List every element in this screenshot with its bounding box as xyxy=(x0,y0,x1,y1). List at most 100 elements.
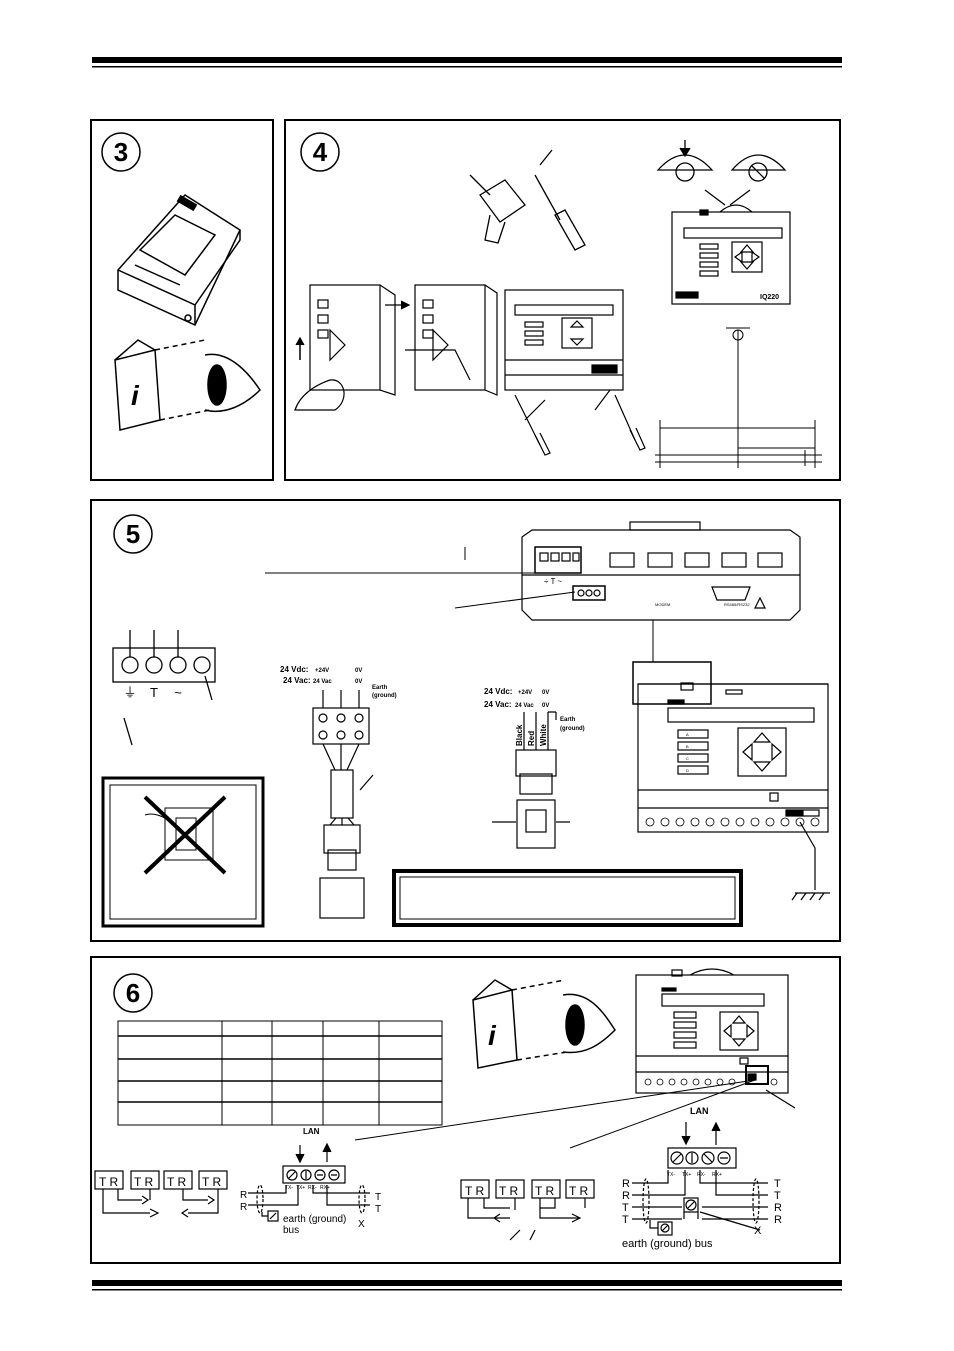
tr-chain-left xyxy=(94,1170,228,1218)
step-6-badge xyxy=(113,973,153,1013)
earth-bus-label-left: earth (ground) xyxy=(283,1214,346,1225)
read-manual-illustration: i xyxy=(114,339,261,431)
supply-ac-label-1: 24 Vac: xyxy=(283,676,311,685)
prohibited-mains-switch xyxy=(101,776,265,928)
mounting-sequence xyxy=(294,284,498,411)
earth-symbol: ⏚ xyxy=(123,685,136,700)
lan-terminal-right xyxy=(632,1121,768,1236)
earth-label-2: Earth xyxy=(560,717,576,723)
pin-rx-minus-right: RX- xyxy=(697,1172,706,1178)
mounting-dimensions-drawing xyxy=(655,327,822,468)
pin-tx-minus-left: TX- xyxy=(285,1185,293,1191)
button-c-label: C xyxy=(686,756,689,761)
step-3-badge xyxy=(101,132,141,172)
step-6-number: 6 xyxy=(126,978,140,1008)
lan-label-right: LAN xyxy=(690,1106,709,1116)
zero-v-label-2: 0V xyxy=(355,679,362,685)
lan-terminal-left xyxy=(248,1142,370,1222)
bus-word-left: bus xyxy=(283,1225,299,1236)
right-right-label-2: T xyxy=(774,1190,781,1202)
tr-node-left-4: T R xyxy=(202,1175,221,1189)
zero-v-label-4: 0V xyxy=(542,703,549,709)
supply-dc-label-1: 24 Vdc: xyxy=(280,665,308,674)
read-manual-illustration-2: i xyxy=(472,979,616,1069)
panel-step-6: 6 i xyxy=(90,956,841,1264)
screwdriver-icon xyxy=(534,149,586,251)
modem-label: MODEM xyxy=(655,602,670,607)
step-5-badge xyxy=(113,514,153,554)
step-5-number: 5 xyxy=(126,519,140,549)
warning-box xyxy=(392,869,743,927)
power-cable-assembly-1 xyxy=(312,690,374,919)
left-t-label-2: T xyxy=(375,1204,381,1215)
pin-tx-plus-left: TX+ xyxy=(296,1185,305,1191)
terminal-row xyxy=(645,817,820,827)
pin-rx-plus-left: RX+ xyxy=(320,1185,330,1191)
ac-symbol: ~ xyxy=(174,685,182,700)
tr-node-left-3: T R xyxy=(167,1175,186,1189)
header-rule xyxy=(92,57,842,63)
right-left-label-2: R xyxy=(622,1190,630,1202)
tr-node-right-4: T R xyxy=(569,1184,588,1198)
zero-v-label-3: 0V xyxy=(542,690,549,696)
panel-step-5: 5 ÷ T ~ MODEM RS485/RS232 xyxy=(90,499,841,942)
port-label: RS485/RS232 xyxy=(724,602,750,607)
lan-label-left: LAN xyxy=(303,1127,320,1136)
terminal-t-symbol: T xyxy=(150,685,158,700)
button-a-label: A xyxy=(686,732,689,737)
pin-tx-minus-right: TX- xyxy=(667,1172,675,1178)
tr-node-left-2: T R xyxy=(134,1175,153,1189)
earth-sub-2: (ground) xyxy=(560,726,585,732)
left-r-label-2: R xyxy=(240,1202,247,1213)
wire-black-label: Black xyxy=(515,724,524,746)
wire-white-label: White xyxy=(539,724,548,746)
supply-dc-pos-2: +24V xyxy=(518,690,532,696)
controller-wall-fixing xyxy=(504,289,646,456)
mounting-bracket-detail xyxy=(656,140,787,206)
tr-node-right-1: T R xyxy=(465,1184,484,1198)
earth-bus-label-right: earth (ground) bus xyxy=(622,1238,713,1250)
tr-chain-right xyxy=(460,1179,595,1241)
step-3-number: 3 xyxy=(114,137,128,167)
tr-node-right-2: T R xyxy=(499,1184,518,1198)
right-right-label-1: T xyxy=(774,1178,781,1190)
x-mark-right: X xyxy=(754,1225,762,1237)
right-left-label-4: T xyxy=(622,1214,629,1226)
controller-front-view: IQ220 xyxy=(671,204,791,305)
step-4-number: 4 xyxy=(313,137,328,167)
controller-top-view xyxy=(521,521,801,621)
button-d-label: D xyxy=(686,768,689,773)
info-icon-2: i xyxy=(488,1020,497,1051)
pin-tx-plus-right: TX+ xyxy=(682,1172,691,1178)
wire-red-label: Red xyxy=(527,731,536,746)
supply-ac-val-2: 24 Vac xyxy=(515,703,534,709)
right-left-label-3: T xyxy=(622,1202,629,1214)
supply-ac-label-2: 24 Vac: xyxy=(484,700,512,709)
drill-icon xyxy=(469,174,526,244)
device-model-label: IQ220 xyxy=(760,294,779,301)
panel-step-3: 3 i xyxy=(90,119,274,481)
earth-label-1: Earth xyxy=(372,685,388,691)
tr-node-left-1: T R xyxy=(99,1175,118,1189)
cable-spec-table xyxy=(117,1020,443,1126)
left-r-label-1: R xyxy=(240,1190,247,1201)
pin-rx-plus-right: RX+ xyxy=(712,1172,722,1178)
power-cable-assembly-2 xyxy=(492,711,570,849)
info-icon: i xyxy=(131,380,140,411)
supply-dc-pos-1: +24V xyxy=(315,668,329,674)
supply-dc-label-2: 24 Vdc: xyxy=(484,687,512,696)
earth-sub-1: (ground) xyxy=(372,693,397,699)
supply-ac-val-1: 24 Vac xyxy=(313,679,332,685)
controller-front-view-2 xyxy=(632,661,829,833)
right-right-label-3: R xyxy=(774,1202,782,1214)
step-4-badge xyxy=(300,132,340,172)
right-right-label-4: R xyxy=(774,1214,782,1226)
earth-connection xyxy=(791,821,830,901)
tr-node-right-3: T R xyxy=(535,1184,554,1198)
footer-rule xyxy=(92,1280,842,1286)
zero-v-label-1: 0V xyxy=(355,668,362,674)
power-terminal-closeup xyxy=(112,630,216,746)
left-t-label-1: T xyxy=(375,1192,381,1203)
button-b-label: B xyxy=(686,744,689,749)
